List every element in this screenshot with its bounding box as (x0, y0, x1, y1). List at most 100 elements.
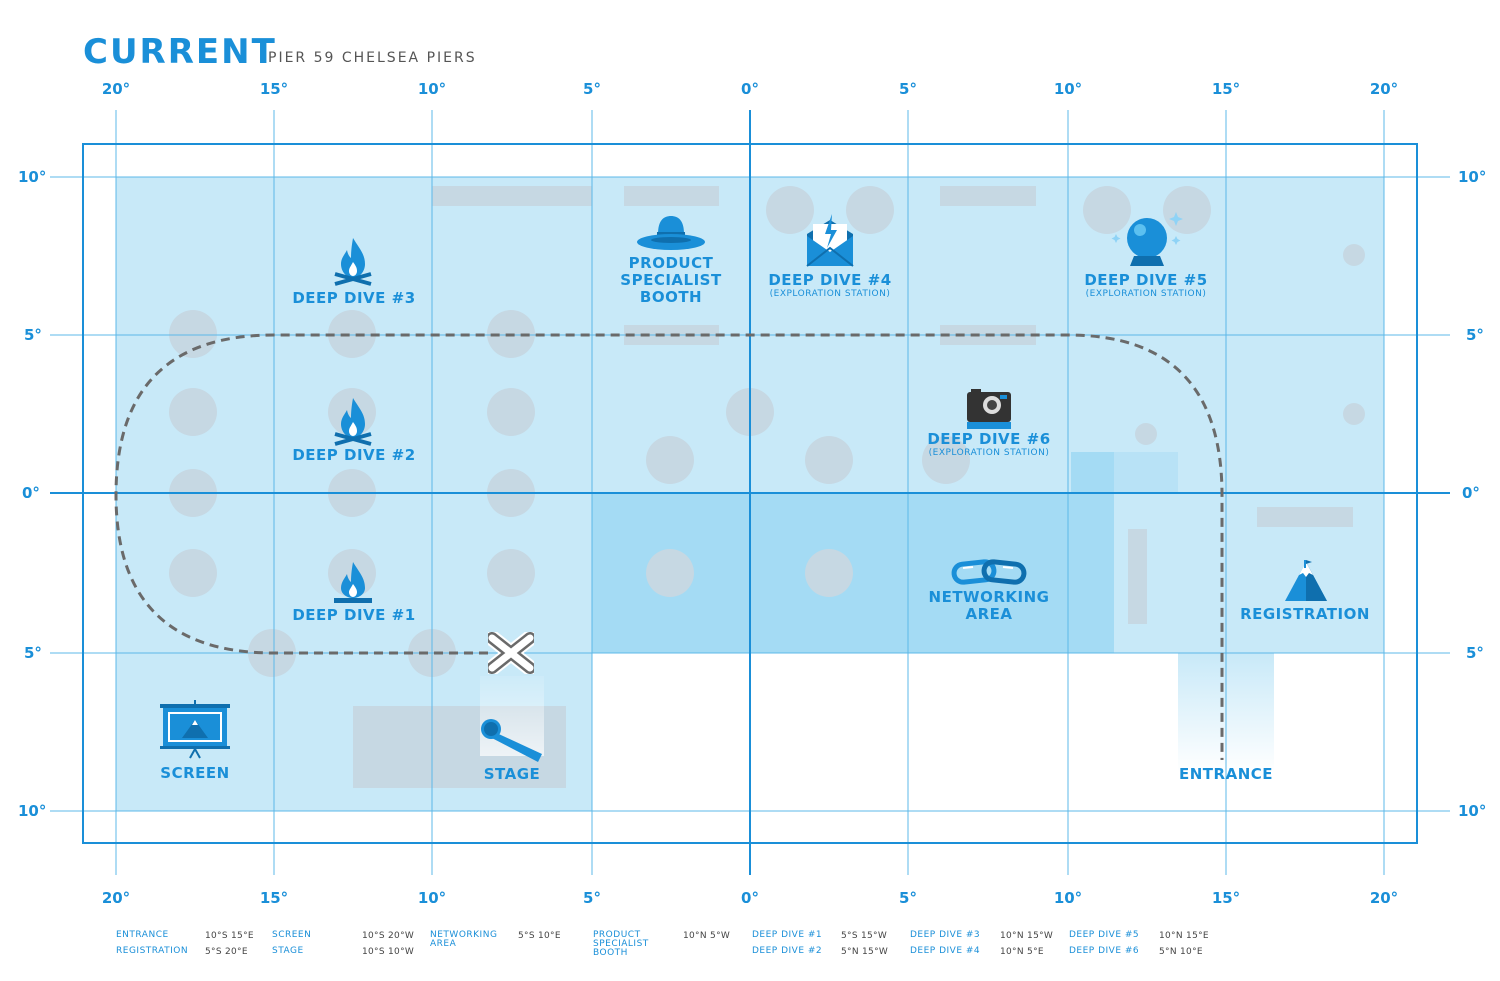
legend-item-name: DEEP DIVE #1 (752, 930, 823, 940)
location-name-line: BOOTH (639, 288, 703, 306)
y-tick-label: 0° (1462, 484, 1480, 502)
location-name: DEEP DIVE #5 (1084, 271, 1208, 289)
legend-item-coord: 10°N 5°W (683, 931, 731, 941)
campfire-icon[interactable] (333, 396, 373, 446)
legend-item-name: DEEP DIVE #4 (910, 946, 981, 956)
page-title: CURRENT (83, 32, 277, 72)
location-name-line: NETWORKING (928, 588, 1050, 606)
legend-item-coord: 10°S 20°W (362, 931, 415, 941)
map-frame (82, 143, 1418, 844)
legend-item-coord: 5°S 20°E (205, 947, 248, 957)
deep-dive-3-label[interactable]: DEEP DIVE #3 (292, 290, 415, 307)
x-tick-label: 10° (1053, 80, 1083, 98)
x-tick-label: 15° (1211, 889, 1241, 907)
location-name: DEEP DIVE #1 (292, 606, 416, 624)
axis-zero-lines (50, 110, 1450, 875)
legend-item-name: ENTRANCE (116, 930, 169, 940)
networking-area-label[interactable]: NETWORKING AREA (929, 589, 1050, 623)
legend-item-name: SCREEN (272, 930, 312, 940)
microphone-icon[interactable] (480, 716, 546, 764)
x-tick-label: 20° (101, 80, 131, 98)
y-tick-label: 5° (24, 644, 42, 662)
location-name: ENTRANCE (1179, 765, 1273, 783)
legend-item-coord: 5°N 15°W (841, 947, 889, 957)
x-tick-label: 5° (583, 80, 601, 98)
legend-item-coord: 10°S 15°E (205, 931, 254, 941)
ranger-hat-icon[interactable] (636, 214, 706, 252)
campfire-icon[interactable] (333, 236, 373, 286)
x-tick-label: 20° (1369, 80, 1399, 98)
tour-path (114, 333, 1224, 760)
legend-item-coord: 10°N 15°W (1000, 931, 1054, 941)
location-subtitle: (EXPLORATION STATION) (1085, 289, 1207, 299)
screen-label[interactable]: SCREEN (160, 765, 229, 782)
location-name: DEEP DIVE #2 (292, 446, 416, 464)
y-tick-label: 10° (1458, 802, 1487, 820)
legend-item-name: DEEP DIVE #5 (1069, 930, 1140, 940)
furniture (169, 186, 1365, 788)
deep-dive-5-label[interactable]: DEEP DIVE #5 (EXPLORATION STATION) (1084, 272, 1207, 300)
location-name: DEEP DIVE #4 (768, 271, 892, 289)
instant-camera-icon[interactable] (966, 388, 1012, 430)
projector-screen-icon[interactable] (160, 700, 230, 760)
legend-item-name: DEEP DIVE #6 (1069, 946, 1140, 956)
x-tick-label: 15° (1211, 80, 1241, 98)
page-subtitle: PIER 59 CHELSEA PIERS (268, 50, 477, 66)
stage-label[interactable]: STAGE (484, 766, 541, 783)
legend-item-coord: 10°N 15°E (1159, 931, 1209, 941)
legend-item-name: DEEP DIVE #3 (910, 930, 981, 940)
legend-item-name: REGISTRATION (116, 946, 189, 956)
legend-item-name: NETWORKING AREA (430, 930, 498, 949)
registration-label[interactable]: REGISTRATION (1240, 606, 1370, 623)
deep-dive-1-label[interactable]: DEEP DIVE #1 (292, 607, 415, 624)
location-name: DEEP DIVE #6 (927, 430, 1051, 448)
y-tick-label: 5° (1466, 326, 1484, 344)
legend-item-coord: 10°N 5°E (1000, 947, 1044, 957)
y-tick-label: 10° (1458, 168, 1487, 186)
x-tick-label: 20° (1369, 889, 1399, 907)
x-tick-label: 10° (1053, 889, 1083, 907)
x-tick-label: 15° (259, 80, 289, 98)
campfire-icon[interactable] (333, 560, 373, 604)
x-tick-label: 5° (583, 889, 601, 907)
chain-link-icon[interactable] (951, 558, 1027, 586)
location-name-line: AREA (965, 605, 1013, 623)
legend-item-coord: 5°N 10°E (1159, 947, 1203, 957)
location-name-line: SPECIALIST (620, 271, 722, 289)
x-tick-label: 5° (899, 80, 917, 98)
y-tick-label: 10° (18, 168, 47, 186)
x-tick-label: 10° (417, 80, 447, 98)
crystal-ball-icon[interactable] (1110, 206, 1184, 272)
y-tick-label: 5° (24, 326, 42, 344)
location-name: STAGE (483, 765, 541, 783)
location-subtitle: (EXPLORATION STATION) (769, 289, 891, 299)
y-tick-label: 0° (22, 484, 40, 502)
deep-dive-4-label[interactable]: DEEP DIVE #4 (EXPLORATION STATION) (768, 272, 891, 300)
location-name-line: PRODUCT (628, 254, 714, 272)
mountain-icon[interactable] (1284, 560, 1328, 602)
deep-dive-6-label[interactable]: DEEP DIVE #6 (EXPLORATION STATION) (927, 431, 1050, 459)
deep-dive-2-label[interactable]: DEEP DIVE #2 (292, 447, 415, 464)
x-tick-label: 15° (259, 889, 289, 907)
location-name: REGISTRATION (1240, 605, 1370, 623)
x-mark-icon (488, 632, 534, 674)
location-subtitle: (EXPLORATION STATION) (928, 448, 1050, 458)
legend-item-name: STAGE (272, 946, 304, 956)
legend-item-coord: 5°S 15°W (841, 931, 888, 941)
legend-item-coord: 5°S 10°E (518, 931, 561, 941)
product-booth-label[interactable]: PRODUCT SPECIALIST BOOTH (620, 255, 721, 306)
x-tick-label: 5° (899, 889, 917, 907)
entrance-label[interactable]: ENTRANCE (1179, 766, 1273, 783)
legend-item-name: DEEP DIVE #2 (752, 946, 823, 956)
y-tick-label: 10° (18, 802, 47, 820)
y-tick-label: 5° (1466, 644, 1484, 662)
x-tick-label: 0° (741, 80, 759, 98)
x-tick-label: 10° (417, 889, 447, 907)
x-tick-label: 0° (741, 889, 759, 907)
location-name: DEEP DIVE #3 (292, 289, 416, 307)
lightning-envelope-icon[interactable] (805, 212, 855, 268)
x-tick-label: 20° (101, 889, 131, 907)
legend-item-coord: 10°S 10°W (362, 947, 415, 957)
location-name: SCREEN (160, 764, 230, 782)
